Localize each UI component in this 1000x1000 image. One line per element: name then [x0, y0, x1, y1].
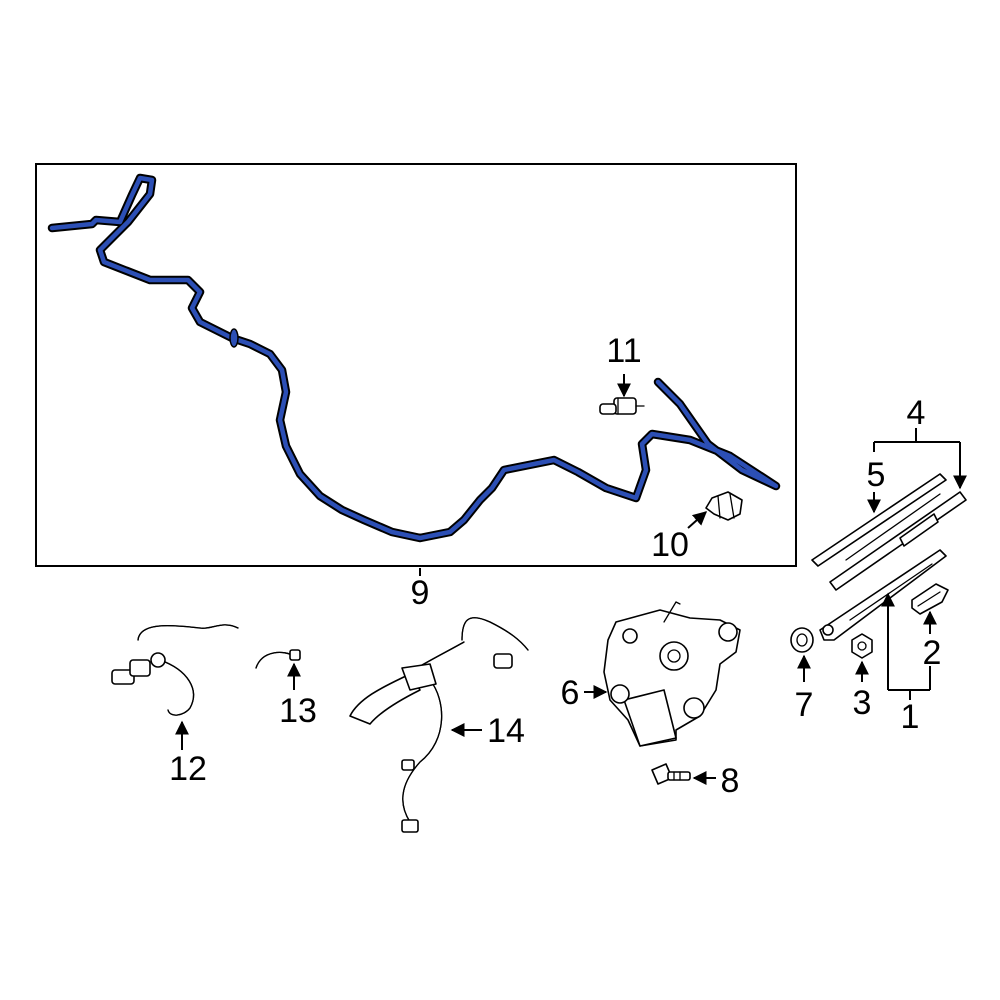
wiper-blade-part-5[interactable]	[811, 473, 967, 591]
callout-12: 12	[169, 750, 207, 788]
nut-part-3[interactable]	[851, 633, 873, 659]
callout-8: 8	[721, 762, 740, 800]
callout-9: 9	[411, 574, 430, 612]
callout-11: 11	[606, 332, 641, 370]
hose-detail-frame	[35, 163, 797, 567]
bolt-part-8[interactable]	[651, 763, 691, 785]
hose-connector-part-11[interactable]	[599, 397, 645, 415]
clip-part-13[interactable]	[255, 649, 301, 669]
callout-6: 6	[561, 674, 580, 712]
callout-3: 3	[853, 684, 872, 722]
callout-1: 1	[901, 698, 920, 736]
grommet-part-7[interactable]	[790, 627, 814, 653]
callout-13: 13	[279, 692, 317, 730]
callout-7: 7	[795, 686, 814, 724]
callout-10: 10	[651, 526, 689, 564]
wiper-motor-part-6[interactable]	[603, 601, 741, 747]
wire-harness-part-14[interactable]	[349, 617, 529, 833]
callout-2: 2	[923, 634, 942, 672]
washer-hose-part-9[interactable]	[47, 173, 781, 543]
callout-14: 14	[487, 712, 525, 750]
leader-lines	[175, 374, 967, 785]
wire-harness-part-12[interactable]	[111, 624, 239, 716]
callout-5: 5	[867, 456, 886, 494]
arm-cap-part-2[interactable]	[911, 583, 949, 615]
hose-clip-part-10[interactable]	[705, 491, 743, 521]
callout-4: 4	[907, 394, 926, 432]
